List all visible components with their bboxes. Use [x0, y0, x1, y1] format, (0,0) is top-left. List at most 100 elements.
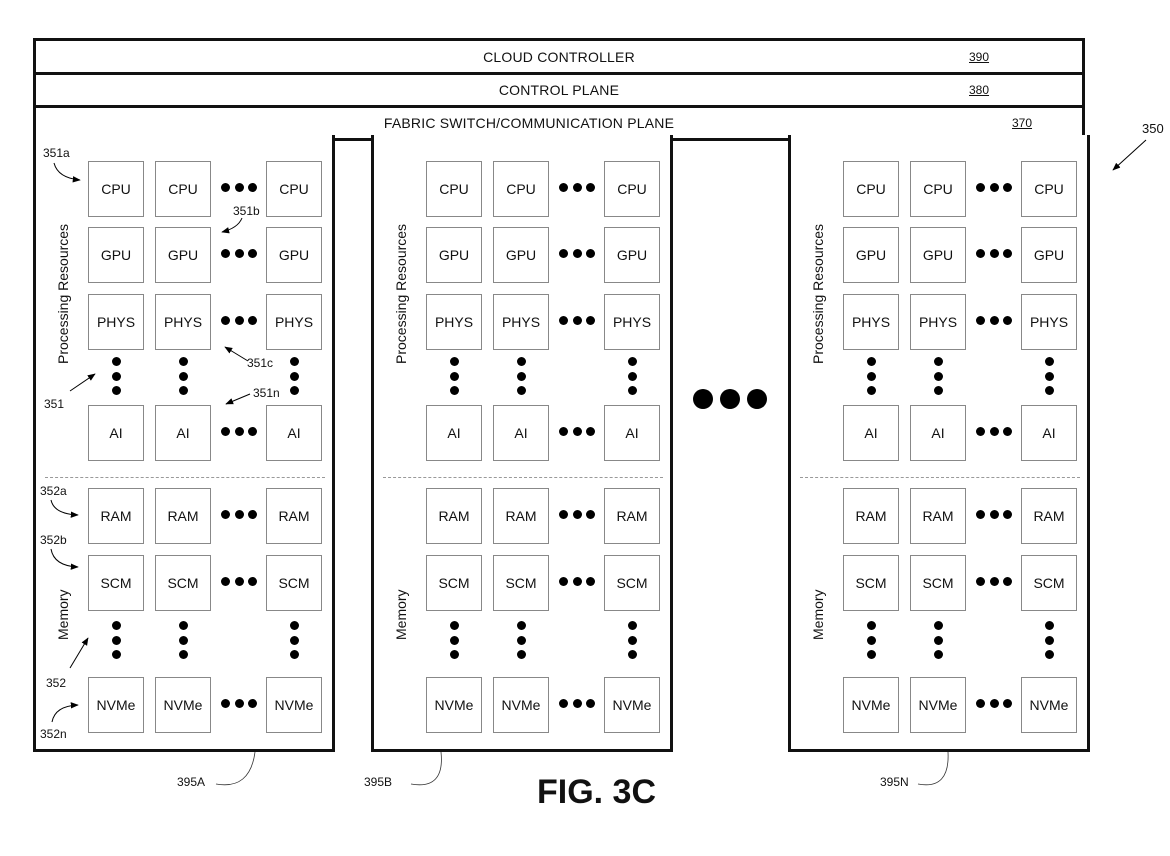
nvme-resource-box: NVMe [88, 677, 144, 733]
gpu-resource-box: GPU [843, 227, 899, 283]
ram-resource-box: RAM [1021, 488, 1077, 544]
arrow-352 [69, 637, 89, 669]
phys-resource-box: PHYS [910, 294, 966, 350]
gpu-resource-box: GPU [1021, 227, 1077, 283]
horizontal-ellipsis [976, 182, 1012, 192]
ai-resource-box: AI [1021, 405, 1077, 461]
system-ref-label: 350 [1142, 121, 1164, 136]
horizontal-ellipsis [221, 315, 257, 325]
ram-resource-box: RAM [843, 488, 899, 544]
phys-resource-box: PHYS [493, 294, 549, 350]
scm-resource-box: SCM [426, 555, 482, 611]
ai-resource-box: AI [266, 405, 322, 461]
vertical-ellipsis [1044, 621, 1054, 659]
phys-resource-box: PHYS [604, 294, 660, 350]
gpu-resource-box: GPU [910, 227, 966, 283]
nvme-resource-box: NVMe [843, 677, 899, 733]
vertical-ellipsis [178, 357, 188, 395]
horizontal-ellipsis [221, 248, 257, 258]
ai-resource-box: AI [426, 405, 482, 461]
vertical-ellipsis [516, 621, 526, 659]
vertical-ellipsis [627, 621, 637, 659]
nvme-resource-box: NVMe [266, 677, 322, 733]
cpu-resource-box: CPU [910, 161, 966, 217]
arrow-351 [69, 373, 96, 392]
vertical-ellipsis [449, 621, 459, 659]
cpu-resource-box: CPU [266, 161, 322, 217]
more-servers-ellipsis [693, 389, 767, 409]
vertical-ellipsis [866, 357, 876, 395]
cpu-resource-box: CPU [493, 161, 549, 217]
callout-352b: 352b [40, 533, 67, 547]
ram-resource-box: RAM [155, 488, 211, 544]
gpu-resource-box: GPU [493, 227, 549, 283]
phys-resource-box: PHYS [155, 294, 211, 350]
fabric-switch-label: FABRIC SWITCH/COMMUNICATION PLANE [383, 115, 675, 131]
cpu-resource-box: CPU [843, 161, 899, 217]
ai-resource-box: AI [604, 405, 660, 461]
horizontal-ellipsis [221, 576, 257, 586]
vertical-ellipsis [866, 621, 876, 659]
vertical-ellipsis [449, 357, 459, 395]
horizontal-ellipsis [221, 182, 257, 192]
panel-ref-395B: 395B [364, 775, 393, 789]
panel-ref-395N: 395N [880, 775, 909, 789]
figure-caption: FIG. 3C [537, 773, 657, 811]
cpu-resource-box: CPU [88, 161, 144, 217]
scm-resource-box: SCM [843, 555, 899, 611]
nvme-resource-box: NVMe [493, 677, 549, 733]
scm-resource-box: SCM [266, 555, 322, 611]
callout-352n: 352n [40, 727, 67, 741]
horizontal-ellipsis [976, 509, 1012, 519]
arrow-352b [50, 548, 79, 570]
ai-resource-box: AI [843, 405, 899, 461]
cpu-resource-box: CPU [604, 161, 660, 217]
vertical-ellipsis [289, 621, 299, 659]
callout-351n: 351n [253, 386, 280, 400]
horizontal-ellipsis [976, 426, 1012, 436]
control-plane-label: CONTROL PLANE [498, 82, 620, 98]
callout-352: 352 [46, 676, 67, 690]
nvme-resource-box: NVMe [155, 677, 211, 733]
cpu-resource-box: CPU [426, 161, 482, 217]
ram-resource-box: RAM [493, 488, 549, 544]
phys-resource-box: PHYS [426, 294, 482, 350]
horizontal-ellipsis [559, 182, 595, 192]
callout-351a: 351a [43, 146, 70, 160]
arrow-352a [50, 499, 79, 518]
section-separator [383, 477, 663, 478]
ai-resource-box: AI [493, 405, 549, 461]
callout-351c: 351c [247, 356, 274, 370]
ram-resource-box: RAM [426, 488, 482, 544]
leader-395N [917, 751, 949, 786]
vertical-ellipsis [933, 357, 943, 395]
leader-395A [215, 751, 256, 786]
callout-351b: 351b [233, 204, 260, 218]
cloud-controller-ref: 390 [969, 50, 990, 64]
vertical-ellipsis [933, 621, 943, 659]
horizontal-ellipsis [221, 698, 257, 708]
ram-resource-box: RAM [910, 488, 966, 544]
horizontal-ellipsis [221, 509, 257, 519]
horizontal-ellipsis [976, 576, 1012, 586]
horizontal-ellipsis [559, 509, 595, 519]
gpu-resource-box: GPU [266, 227, 322, 283]
phys-resource-box: PHYS [843, 294, 899, 350]
cpu-resource-box: CPU [155, 161, 211, 217]
section-separator [800, 477, 1080, 478]
phys-resource-box: PHYS [1021, 294, 1077, 350]
horizontal-ellipsis [976, 698, 1012, 708]
arrow-351n [225, 393, 251, 405]
cpu-resource-box: CPU [1021, 161, 1077, 217]
gpu-resource-box: GPU [88, 227, 144, 283]
nvme-resource-box: NVMe [604, 677, 660, 733]
nvme-resource-box: NVMe [1021, 677, 1077, 733]
ram-resource-box: RAM [88, 488, 144, 544]
panel-ref-395A: 395A [177, 775, 206, 789]
control-plane-ref: 380 [969, 83, 990, 97]
cloud-controller-label: CLOUD CONTROLLER [483, 48, 635, 65]
arrow-350 [1112, 139, 1147, 171]
scm-resource-box: SCM [910, 555, 966, 611]
section-separator [45, 477, 325, 478]
